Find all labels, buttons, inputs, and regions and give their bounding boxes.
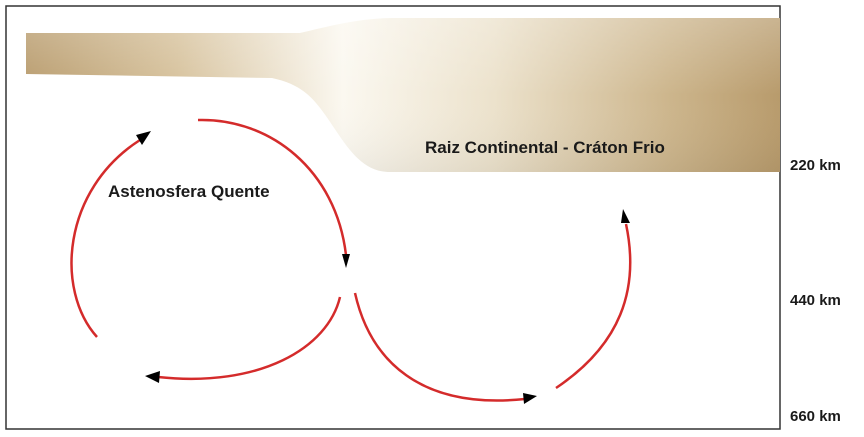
convection-arrow-bottom-left [157,296,342,381]
arrowhead-down-icon [342,254,350,268]
convection-arrow-top [197,118,348,256]
arrowhead-left-icon [145,371,160,383]
arrowhead-up-right-icon [621,209,630,223]
craton-root-label: Raiz Continental - Cráton Frio [425,138,665,157]
arrowhead-up-icon [136,131,151,145]
depth-marker-220: 220 km [790,157,841,174]
asthenosphere-label: Astenosfera Quente [108,182,270,201]
arrowhead-right-icon [523,393,537,404]
convection-arrow-left [70,138,141,338]
depth-marker-660: 660 km [790,408,841,425]
depth-marker-440: 440 km [790,292,841,309]
convection-arrow-right [555,223,632,390]
convection-arrow-bottom-right [353,292,526,402]
lithosphere-shading [26,18,780,172]
